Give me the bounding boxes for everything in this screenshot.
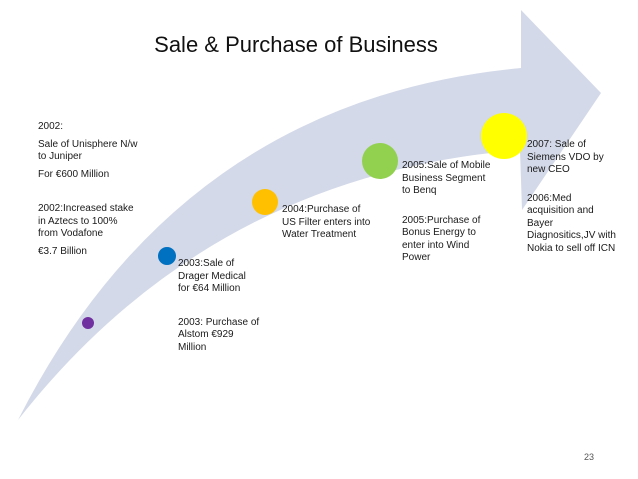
milestone-2002-text: 2002: Sale of Unisphere N/w to Juniper F… (38, 121, 138, 268)
milestone-2002-dot (82, 317, 94, 329)
milestone-2007-dot (481, 113, 527, 159)
milestone-2004-text: 2004:Purchase of US Filter enters into W… (282, 204, 372, 252)
milestone-2006-acquisition: 2006:Med acquisition and Bayer Diagnosit… (527, 192, 616, 254)
timeline-arrow-shape (18, 10, 601, 420)
milestone-2002-stake: 2002:Increased stake in Aztecs to 100% f… (38, 203, 134, 239)
slide-title: Sale & Purchase of Business (154, 32, 438, 57)
milestone-2003-dot (158, 247, 176, 265)
milestone-2005-text: 2005:Sale of Mobile Business Segment to … (402, 160, 494, 275)
milestone-2007-sale: 2007: Sale of Siemens VDO by new CEO (527, 139, 604, 175)
milestone-2005-sale: 2005:Sale of Mobile Business Segment to … (402, 160, 491, 196)
milestone-2002-sale-value: For €600 Million (38, 168, 110, 180)
milestone-2004-dot (252, 189, 278, 215)
milestone-2003-purchase: 2003: Purchase of Alstom €929 Million (178, 316, 260, 353)
milestone-2002-stake-value: €3.7 Billion (38, 245, 87, 257)
milestone-2002-sale: Sale of Unisphere N/w to Juniper (38, 138, 138, 163)
milestone-2004-purchase: 2004:Purchase of US Filter enters into W… (282, 204, 371, 240)
page-number: 23 (584, 452, 595, 462)
milestone-2005-dot (362, 143, 398, 179)
milestone-2002-year: 2002: (38, 121, 64, 132)
milestone-2003-text: 2003:Sale of Drager Medical for €64 Mill… (178, 258, 260, 364)
milestone-2005-purchase: 2005:Purchase of Bonus Energy to enter i… (402, 214, 481, 264)
milestone-2007-text: 2007: Sale of Siemens VDO by new CEO 200… (527, 139, 619, 265)
milestone-2003-sale: 2003:Sale of Drager Medical for €64 Mill… (178, 258, 246, 294)
